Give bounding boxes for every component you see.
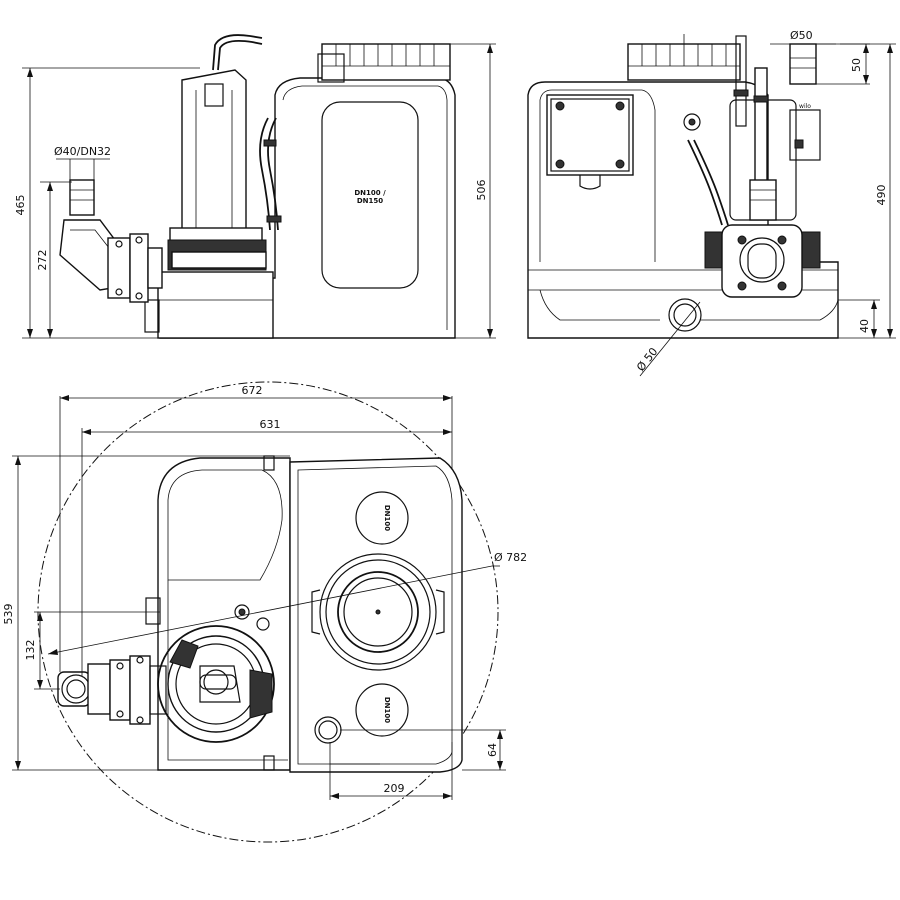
dim-plan-circle-diameter: Ø 782 [494,551,527,564]
front-view: wilo 50 Ø50 490 40 [527,29,896,377]
dim-front-vent-size: Ø50 [790,29,813,42]
plan-view: DN100 DN100 [2,381,527,843]
dim-plan-inlet-offset: 64 [486,743,499,757]
dim-plan-outlet-offset: 132 [24,640,37,661]
tank-label-line2: DN150 [357,197,383,205]
side-pump [167,34,267,271]
dim-plan-inner-width: 631 [260,418,281,431]
front-vent [789,43,817,85]
front-inlet-circle [668,298,702,332]
dim-plan-inlet-distance: 209 [384,782,405,795]
plan-inlet-bottom [355,683,409,737]
dim-plan-total-width: 672 [242,384,263,397]
dim-plan-total-depth: 539 [2,604,15,625]
dim-front-total-height: 490 [875,185,888,206]
inlet-label-bottom: DN100 [383,697,391,723]
tank-label-line1: DN100 / [354,189,386,197]
dim-side-overall-height: 506 [475,180,488,201]
plan-lid [319,553,437,671]
dim-front-inlet-size: Ø 50 [634,345,660,374]
side-base [157,271,274,339]
brand-logo: wilo [799,103,811,110]
plan-pump [157,625,275,743]
dim-side-outlet-size: Ø40/DN32 [54,145,111,158]
side-lid [321,43,451,81]
plan-outlet [57,655,167,725]
plan-tank [289,457,463,773]
dim-front-base-height: 40 [858,319,871,333]
dim-front-vent-height: 50 [850,58,863,72]
inlet-label-top: DN100 [383,505,391,531]
dim-side-outlet-height: 272 [36,250,49,271]
side-view: DN100 / DN150 [14,34,496,339]
dim-side-total-height: 465 [14,195,27,216]
side-outlet-elbow [59,179,163,303]
plan-inlet-top [355,491,409,545]
side-tank-window [321,101,419,289]
